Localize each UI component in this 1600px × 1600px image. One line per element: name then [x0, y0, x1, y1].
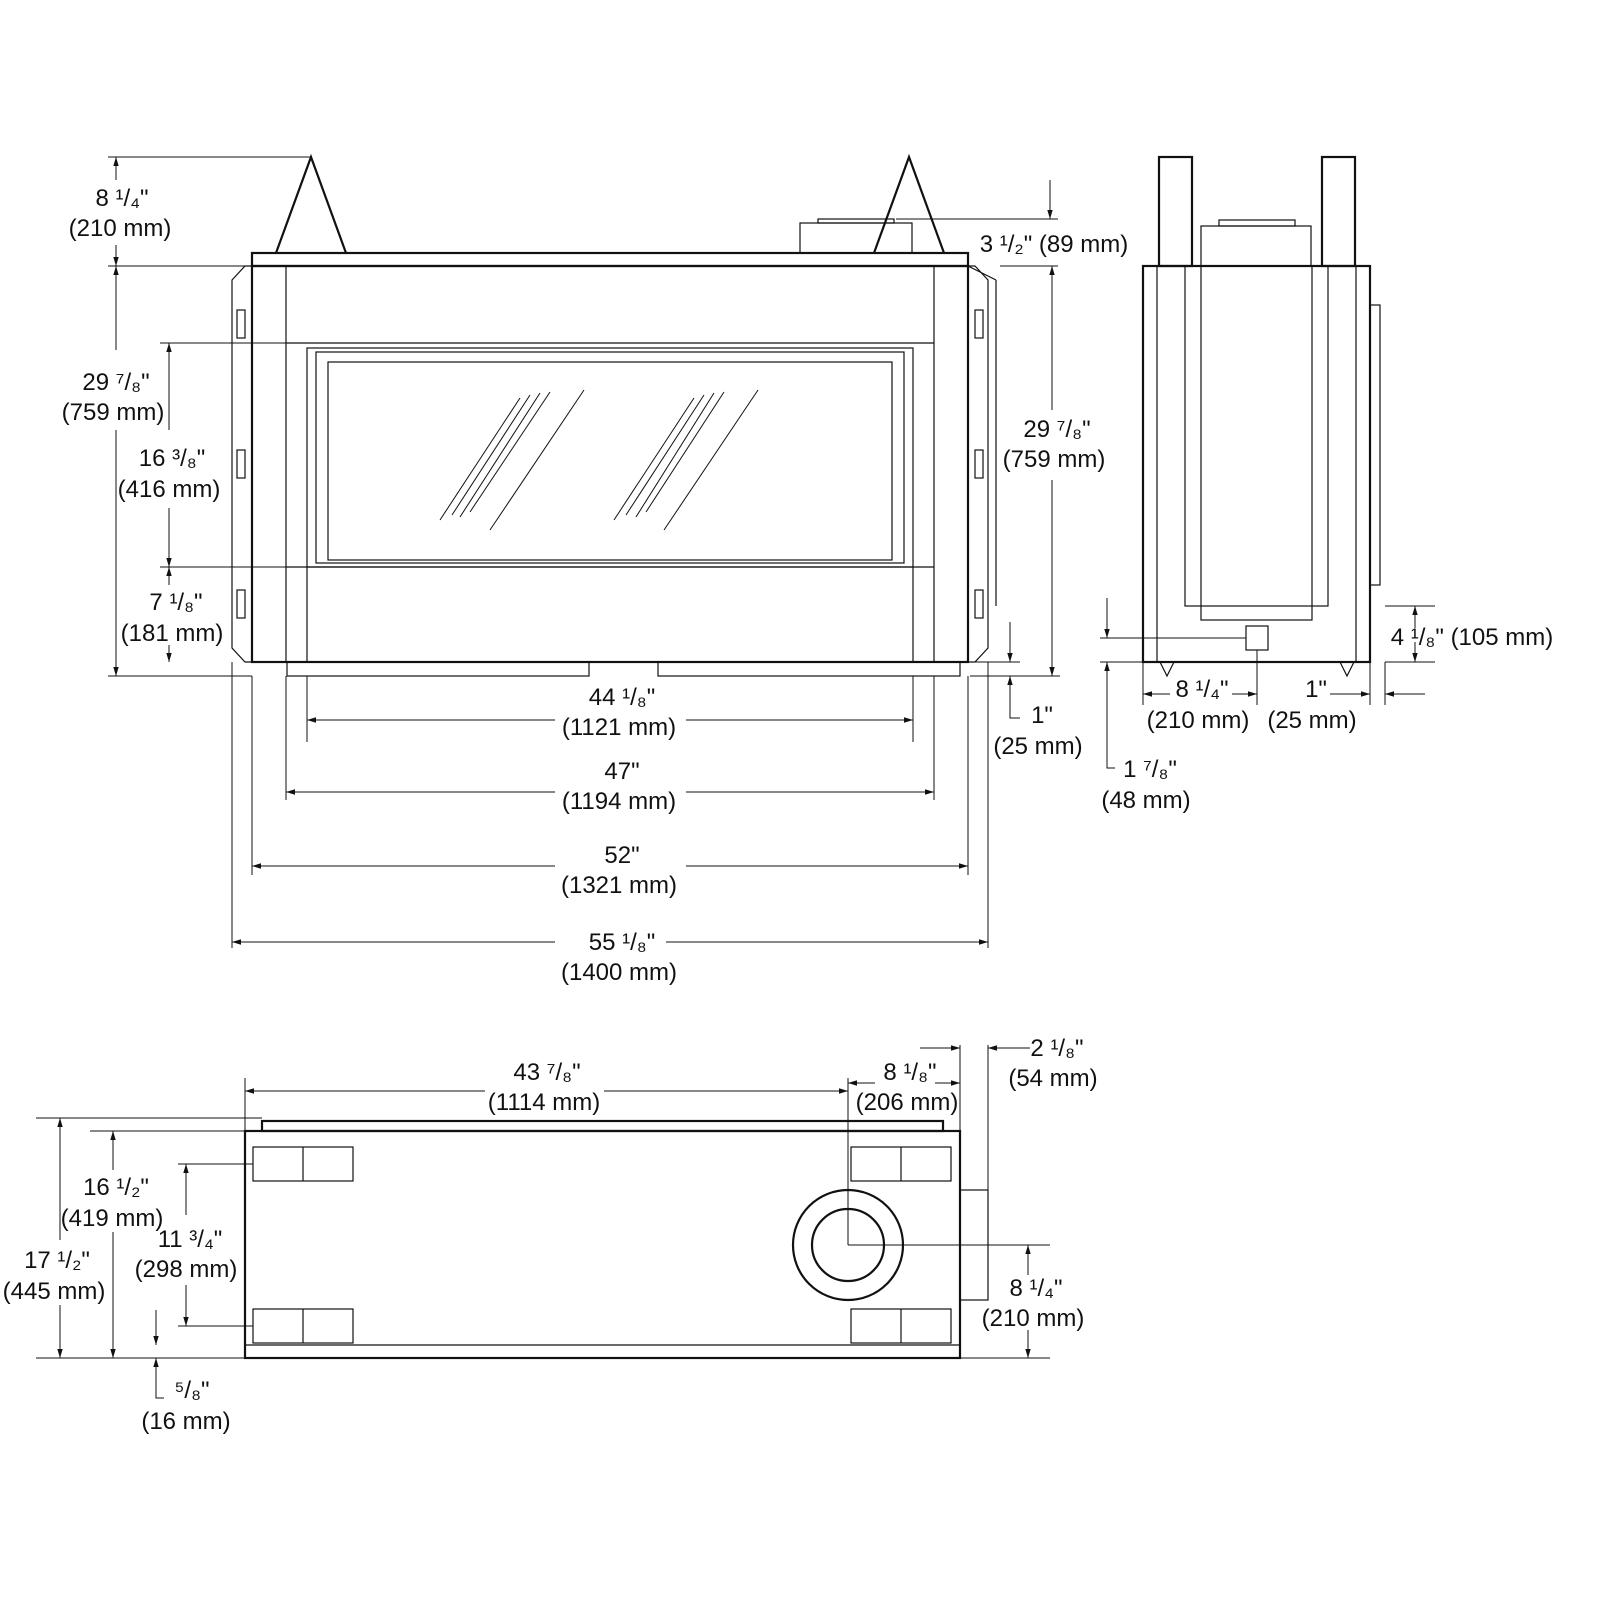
- side-dimension-labels: 4 ¹/₈" (105 mm) 8 ¹/₄" (210 mm) 1" (25 m…: [1101, 624, 1553, 814]
- depth-overall-metric: (445 mm): [3, 1278, 106, 1305]
- bottom-panel-metric: (181 mm): [121, 620, 224, 647]
- flange-depth-imperial: 1": [1305, 676, 1327, 703]
- depth-inner-imperial: 16 ¹/₂": [83, 1174, 149, 1201]
- front-dimension-labels: 8 ¹/₄" (210 mm) 29 ⁷/₈" (759 mm) 16 ³/₈"…: [62, 185, 1129, 986]
- top-clearance-imperial: 8 ¹/₄": [96, 185, 149, 212]
- front-offset-metric: (16 mm): [141, 1408, 230, 1435]
- vent-depth-metric: (210 mm): [982, 1305, 1085, 1332]
- height-right-metric: (759 mm): [1003, 446, 1106, 473]
- bottom-panel-imperial: 7 ¹/₈": [149, 589, 202, 616]
- gas-inlet-depth-imperial: 8 ¹/₄": [1176, 676, 1229, 703]
- vent-height-label: 3 ¹/₂" (89 mm): [980, 231, 1129, 258]
- rear-box-imperial: 2 ¹/₈": [1030, 1035, 1083, 1062]
- bracket-spacing-metric: (298 mm): [135, 1256, 238, 1283]
- gas-floor-metric: (48 mm): [1101, 787, 1190, 814]
- glass-height-metric: (416 mm): [118, 476, 221, 503]
- glass-reflection-marks: [439, 389, 759, 531]
- depth-overall-imperial: 17 ¹/₂": [24, 1247, 90, 1274]
- glass-width-imperial: 44 ¹/₈": [589, 684, 656, 711]
- vent-left-imperial: 43 ⁷/₈": [513, 1059, 580, 1086]
- top-clearance-metric: (210 mm): [69, 215, 172, 242]
- opening-width-metric: (1194 mm): [562, 788, 676, 815]
- depth-inner-metric: (419 mm): [61, 1205, 164, 1232]
- base-offset-metric: (25 mm): [993, 733, 1082, 760]
- body-width-imperial: 52": [604, 842, 639, 869]
- body-width-metric: (1321 mm): [561, 872, 677, 899]
- base-offset-imperial: 1": [1031, 702, 1053, 729]
- front-offset-imperial: ⁵/₈": [174, 1377, 209, 1404]
- glass-height-imperial: 16 ³/₈": [139, 445, 206, 472]
- flange-depth-metric: (25 mm): [1267, 707, 1356, 734]
- gas-inlet-height-label: 4 ¹/₈" (105 mm): [1391, 624, 1554, 651]
- vent-left-metric: (1114 mm): [488, 1089, 600, 1116]
- overall-width-imperial: 55 ¹/₈": [589, 929, 656, 956]
- height-left-imperial: 29 ⁷/₈": [82, 369, 149, 396]
- bracket-spacing-imperial: 11 ³/₄": [158, 1226, 223, 1253]
- vent-right-metric: (206 mm): [856, 1089, 959, 1116]
- vent-right-imperial: 8 ¹/₈": [883, 1059, 936, 1086]
- glass-width-metric: (1121 mm): [562, 714, 676, 741]
- overall-width-metric: (1400 mm): [561, 959, 677, 986]
- gas-inlet-depth-metric: (210 mm): [1147, 707, 1250, 734]
- top-dimension-labels: 43 ⁷/₈" (1114 mm) 8 ¹/₈" (206 mm) 2 ¹/₈"…: [3, 1035, 1098, 1435]
- opening-width-imperial: 47": [604, 758, 639, 785]
- side-view: 4 ¹/₈" (105 mm) 8 ¹/₄" (210 mm) 1" (25 m…: [1100, 155, 1553, 814]
- vent-depth-imperial: 8 ¹/₄": [1010, 1275, 1063, 1302]
- height-left-metric: (759 mm): [62, 399, 165, 426]
- top-view: 43 ⁷/₈" (1114 mm) 8 ¹/₈" (206 mm) 2 ¹/₈"…: [3, 1035, 1098, 1435]
- rear-box-metric: (54 mm): [1008, 1065, 1097, 1092]
- gas-floor-imperial: 1 ⁷/₈": [1123, 756, 1177, 783]
- height-right-imperial: 29 ⁷/₈": [1023, 416, 1090, 443]
- front-view: 8 ¹/₄" (210 mm) 29 ⁷/₈" (759 mm) 16 ³/₈"…: [62, 153, 1129, 986]
